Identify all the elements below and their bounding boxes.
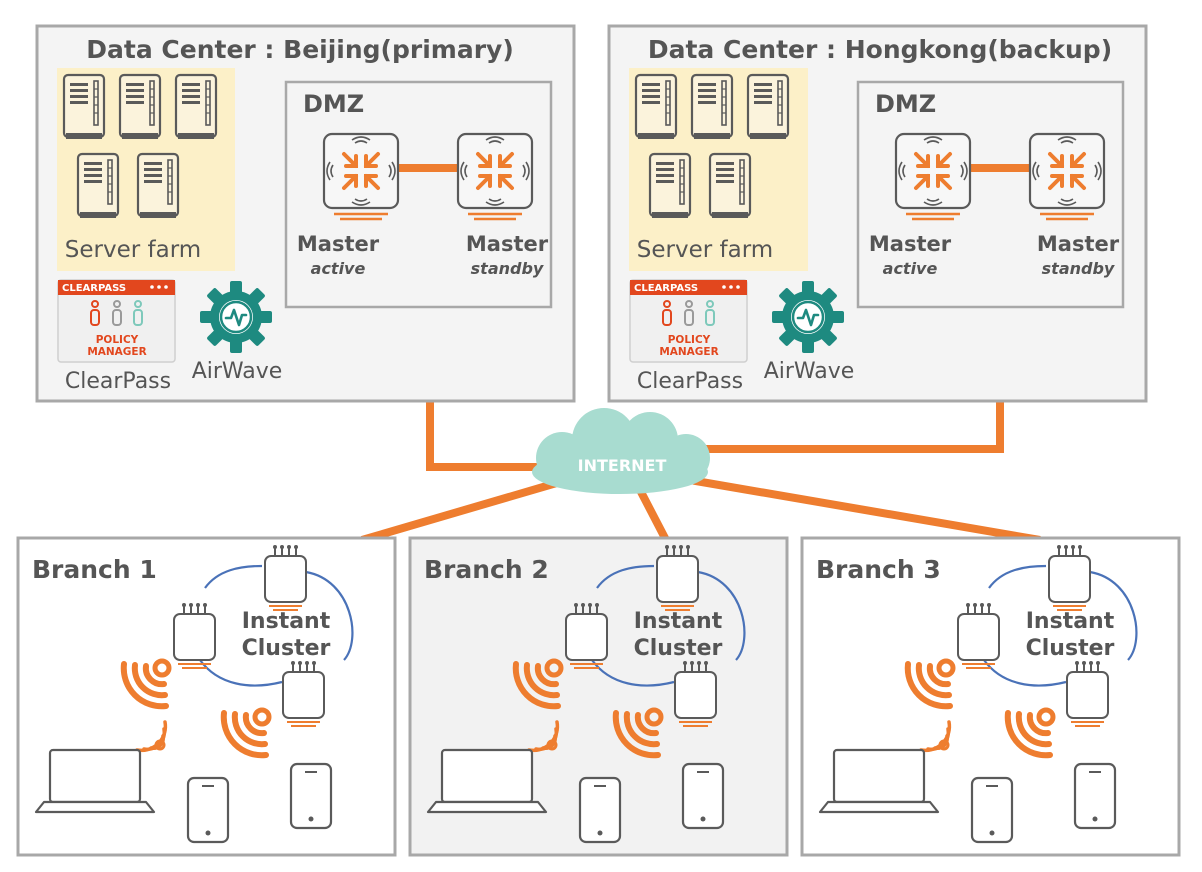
server-icon [708, 152, 752, 220]
server-icon [174, 73, 218, 141]
clearpass-line1: POLICY [96, 334, 139, 346]
clearpass-line1: POLICY [668, 334, 711, 346]
clearpass-caption: ClearPass [65, 369, 171, 394]
cluster-label-line2: Cluster [1026, 636, 1115, 661]
master-label: Master [1037, 232, 1120, 256]
cluster-label-line2: Cluster [242, 636, 331, 661]
branch-2: Branch 2 Instant Cluster [408, 536, 789, 857]
branch-title: Branch 2 [424, 555, 549, 584]
user-icons [662, 300, 715, 326]
clearpass-logo: CLEARPASS POLICY MANAGER [629, 279, 748, 363]
datacenter-hongkong: Data Center : Hongkong(backup) Server fa… [607, 24, 1148, 403]
internet-label: INTERNET [578, 456, 667, 475]
phone-icon [186, 776, 230, 844]
branch1-link [360, 478, 562, 544]
server-icon [690, 73, 734, 141]
server-icon [118, 73, 162, 141]
master-label: Master [297, 232, 380, 256]
master-role: standby [1042, 259, 1115, 278]
clearpass-caption: ClearPass [637, 369, 743, 394]
server-icon [746, 73, 790, 141]
master-label: Master [466, 232, 549, 256]
datacenter-title: Data Center : Beijing(primary) [86, 35, 514, 64]
datacenter-beijing: Data Center : Beijing(primary) Server fa… [35, 24, 576, 403]
clearpass-header: CLEARPASS [634, 283, 698, 294]
instant-cluster: Instant Cluster [957, 544, 1138, 727]
laptop-icon [818, 748, 940, 814]
clearpass-line2: MANAGER [659, 346, 718, 358]
phone-icon [1073, 762, 1117, 830]
phone-icon [578, 776, 622, 844]
laptop-icon [426, 748, 548, 814]
controller-icon [322, 132, 400, 221]
branch-title: Branch 3 [816, 555, 941, 584]
airwave-gear-icon [198, 279, 274, 355]
server-icon [76, 152, 120, 220]
phone-icon [681, 762, 725, 830]
branch2-link [636, 488, 670, 542]
server-icon [62, 73, 106, 141]
airwave-gear-icon [770, 279, 846, 355]
airwave-label: AirWave [764, 359, 855, 384]
cluster-label-line1: Instant [1026, 609, 1115, 634]
master-role: active [883, 259, 938, 278]
server-icon [136, 152, 180, 220]
branch-title: Branch 1 [32, 555, 157, 584]
controller-icon [1028, 132, 1106, 221]
master-role: active [311, 259, 366, 278]
instant-cluster: Instant Cluster [565, 544, 746, 727]
cluster-label-line1: Instant [242, 609, 331, 634]
cluster-label-line2: Cluster [634, 636, 723, 661]
master-label: Master [869, 232, 952, 256]
user-icons [90, 300, 143, 326]
server-icon [648, 152, 692, 220]
branch-3: Branch 3 Instant Cluster [800, 536, 1181, 857]
dmz-label: DMZ [303, 90, 364, 118]
laptop-icon [34, 748, 156, 814]
phone-icon [970, 776, 1014, 844]
cluster-label-line1: Instant [634, 609, 723, 634]
instant-cluster: Instant Cluster [173, 544, 354, 727]
controller-icon [456, 132, 534, 221]
dmz-label: DMZ [875, 90, 936, 118]
airwave-label: AirWave [192, 359, 283, 384]
server-farm-label: Server farm [637, 237, 773, 263]
server-icon [634, 73, 678, 141]
phone-icon [289, 762, 333, 830]
clearpass-logo: CLEARPASS POLICY MANAGER [57, 279, 176, 363]
branch-1: Branch 1 Instant Cluster [16, 536, 397, 857]
cloud-icon [532, 408, 710, 494]
branch3-link [689, 476, 1041, 544]
internet-cloud: INTERNET [532, 408, 710, 494]
master-role: standby [471, 259, 544, 278]
clearpass-header: CLEARPASS [62, 283, 126, 294]
datacenter-title: Data Center : Hongkong(backup) [648, 35, 1112, 64]
controller-icon [894, 132, 972, 221]
server-farm-label: Server farm [65, 237, 201, 263]
clearpass-line2: MANAGER [87, 346, 146, 358]
